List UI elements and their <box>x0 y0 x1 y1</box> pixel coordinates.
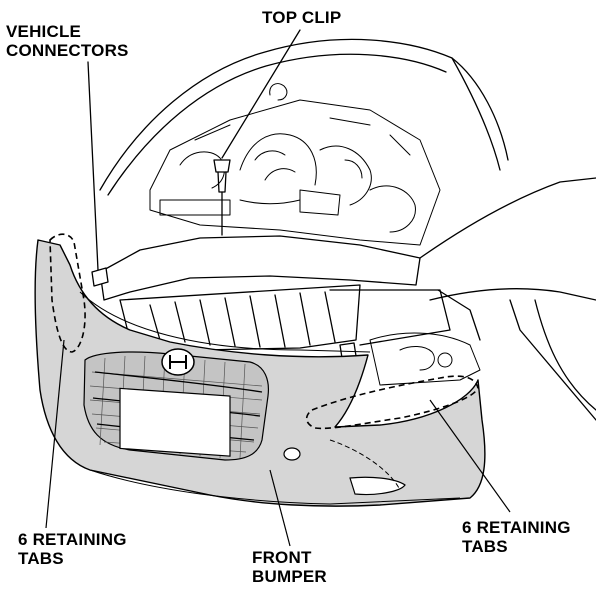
top-clip-leader <box>221 29 301 159</box>
headlight-area <box>369 332 481 386</box>
front-bumper-label: FRONT BUMPER <box>252 548 327 586</box>
vehicle-connector <box>91 267 109 287</box>
engine-bay <box>149 83 441 246</box>
radiator-support <box>99 235 481 351</box>
left-retaining-tabs-label: 6 RETAINING TABS <box>18 530 127 568</box>
front-bumper-leader <box>269 469 291 547</box>
top-clip-part <box>213 29 301 236</box>
emblem <box>161 348 195 376</box>
left-retaining-tabs-region <box>49 233 86 353</box>
hood <box>99 38 509 196</box>
right-tabs-leader <box>429 399 511 513</box>
right-fender <box>419 177 596 421</box>
front-bumper <box>34 239 486 507</box>
top-clip-label: TOP CLIP <box>262 8 342 27</box>
left-tabs-leader <box>45 339 65 529</box>
right-retaining-tabs-label: 6 RETAINING TABS <box>462 518 571 556</box>
vehicle-connectors-leader <box>87 61 99 271</box>
retaining-tabs-regions <box>49 233 479 430</box>
vehicle-connectors-label: VEHICLE CONNECTORS <box>6 22 129 60</box>
